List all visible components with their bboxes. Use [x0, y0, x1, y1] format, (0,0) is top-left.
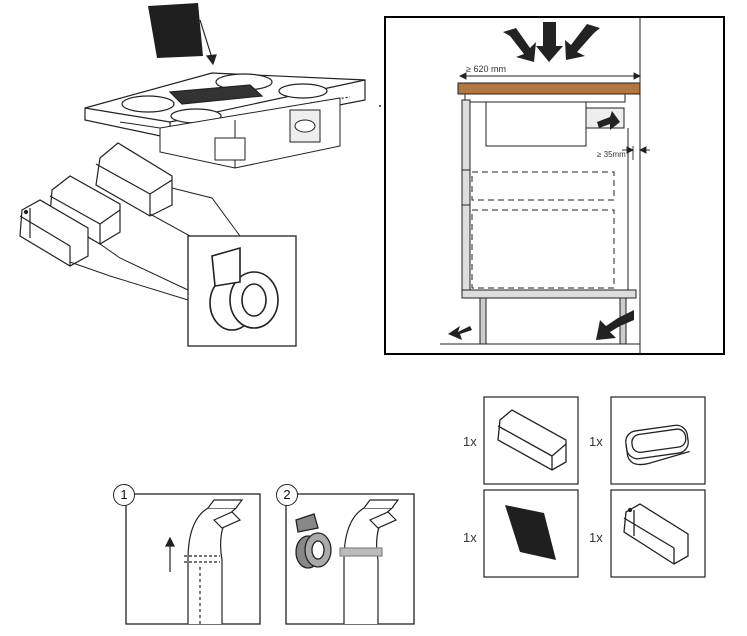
connector-ring-icon — [625, 424, 690, 466]
duct-piece-middle — [49, 175, 121, 245]
step-1-duct-bend — [184, 499, 244, 624]
part-4-quantity: 1x — [589, 530, 603, 545]
outlet-air-arrow — [597, 111, 620, 130]
cabinet-carcass — [461, 99, 637, 299]
part-1-quantity: 1x — [463, 434, 477, 449]
duct-piece-top — [95, 142, 173, 217]
drawer-outlines — [471, 171, 615, 289]
step-1-badge: 1 — [113, 484, 135, 506]
part-3-quantity: 1x — [463, 530, 477, 545]
step-2-tape-icon — [295, 513, 332, 569]
exhaust-arrow-left — [448, 326, 472, 340]
flat-duct-icon — [497, 409, 567, 471]
countertop-depth-label: ≥ 620 mm — [466, 64, 506, 74]
carbon-filter-icon — [505, 505, 556, 560]
outlet-grille-icon — [623, 503, 689, 565]
hob-top — [84, 72, 366, 139]
step-2-badge: 2 — [276, 484, 298, 506]
depth-dimension-line — [458, 72, 642, 80]
hob-unit — [464, 93, 626, 147]
part-2-quantity: 1x — [589, 434, 603, 449]
hob-housing — [119, 97, 341, 169]
step-2-duct-bend — [339, 499, 400, 624]
separator-dot — [379, 105, 381, 107]
air-inflow-arrows — [503, 22, 600, 62]
insert-arrow-icon — [199, 19, 217, 66]
duct-outlet-piece — [19, 199, 89, 267]
exhaust-arrow-right — [596, 310, 634, 340]
carbon-filter-sheet — [148, 3, 203, 58]
step-1-push-arrow-icon — [165, 536, 175, 572]
gap-label: ≥ 35mm — [597, 150, 626, 159]
tape-roll-icon — [209, 246, 279, 331]
